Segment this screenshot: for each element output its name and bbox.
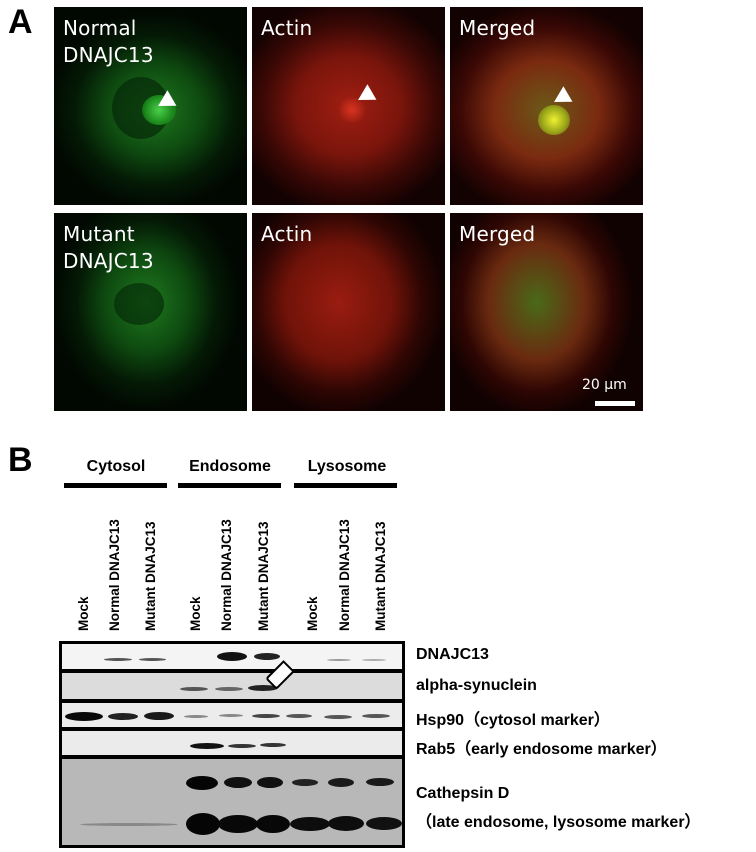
fraction-label-lysosome: Lysosome — [307, 458, 387, 475]
fraction-bar-lysosome — [294, 483, 397, 488]
lane-label: Normal DNAJC13 — [107, 519, 122, 631]
fraction-label-endosome: Endosome — [189, 458, 271, 475]
lane-label: Normal DNAJC13 — [219, 519, 234, 631]
blot-cathepsin-d — [59, 756, 405, 848]
blot-rab5 — [59, 728, 405, 758]
blot-label-cathepsin-d: Cathepsin D — [416, 785, 510, 802]
micrograph-label: Merged — [459, 16, 536, 40]
micrograph-merged-2: Merged 20 µm — [450, 213, 643, 411]
scale-bar-label: 20 µm — [582, 377, 627, 393]
lane-label: Mock — [305, 596, 320, 631]
lane-label: Mock — [188, 596, 203, 631]
lane-label: Mutant DNAJC13 — [143, 521, 158, 631]
micrograph-label: Mutant DNAJC13 — [63, 222, 154, 273]
lane-label: Normal DNAJC13 — [337, 519, 352, 631]
blot-alpha-synuclein — [59, 670, 405, 702]
micrograph-actin-2: Actin — [252, 213, 445, 411]
blot-hsp90 — [59, 700, 405, 730]
fraction-label-cytosol: Cytosol — [86, 458, 146, 475]
panel-b-letter: B — [8, 441, 33, 479]
micrograph-label: Normal DNAJC13 — [63, 16, 154, 67]
micrograph-merged-1: Merged — [450, 7, 643, 205]
blot-dnajc13 — [59, 641, 405, 672]
fraction-bar-endosome — [178, 483, 281, 488]
micrograph-mutant-dnajc13: Mutant DNAJC13 — [54, 213, 247, 411]
micrograph-normal-dnajc13: Normal DNAJC13 — [54, 7, 247, 205]
blot-label-hsp90: Hsp90（cytosol marker） — [416, 712, 610, 729]
panel-a-letter: A — [8, 3, 33, 41]
lane-label: Mock — [76, 596, 91, 631]
micrograph-actin-1: Actin — [252, 7, 445, 205]
micrograph-label: Actin — [261, 222, 313, 246]
blot-label-rab5: Rab5（early endosome marker） — [416, 741, 667, 758]
micrograph-label: Actin — [261, 16, 313, 40]
blot-label-alpha-synuclein: alpha-synuclein — [416, 677, 537, 694]
micrograph-label: Merged — [459, 222, 536, 246]
blot-label-dnajc13: DNAJC13 — [416, 646, 489, 663]
lane-label: Mutant DNAJC13 — [373, 521, 388, 631]
fraction-bar-cytosol — [64, 483, 167, 488]
blot-label-cathepsin-d-note: （late endosome, lysosome marker） — [416, 814, 701, 831]
scale-bar — [595, 401, 635, 406]
lane-label: Mutant DNAJC13 — [256, 521, 271, 631]
